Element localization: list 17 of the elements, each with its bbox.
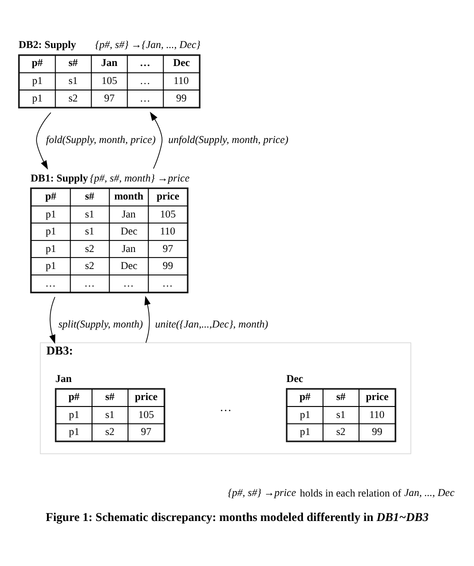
node-label: Dec bbox=[286, 373, 304, 384]
label: {p#, s#} →price holds in each relation of Jan, ..., Dec bbox=[228, 487, 455, 500]
edge-label: unite({Jan,...,Dec}, month) bbox=[155, 319, 268, 330]
arrow bbox=[36, 112, 52, 170]
edge-label: fold(Supply, month, price) bbox=[46, 134, 156, 146]
edge-label: split(Supply, month) bbox=[58, 319, 143, 330]
label: … bbox=[220, 399, 232, 414]
arrow bbox=[144, 295, 151, 343]
node-label: DB1: Supply bbox=[30, 172, 88, 184]
node-label: DB2: Supply bbox=[18, 40, 76, 51]
arrow bbox=[49, 296, 56, 344]
caption: Figure 1: Schematic discrepancy: months modeled differently in DB1~DB3 bbox=[46, 510, 429, 524]
node-label: {p#, s#, month} →price bbox=[90, 172, 190, 184]
arrow bbox=[150, 111, 162, 169]
node-label: {p#, s#} →{Jan, ..., Dec} bbox=[95, 40, 201, 51]
node-label: Jan bbox=[55, 373, 72, 384]
edge-label: unfold(Supply, month, price) bbox=[168, 134, 288, 146]
